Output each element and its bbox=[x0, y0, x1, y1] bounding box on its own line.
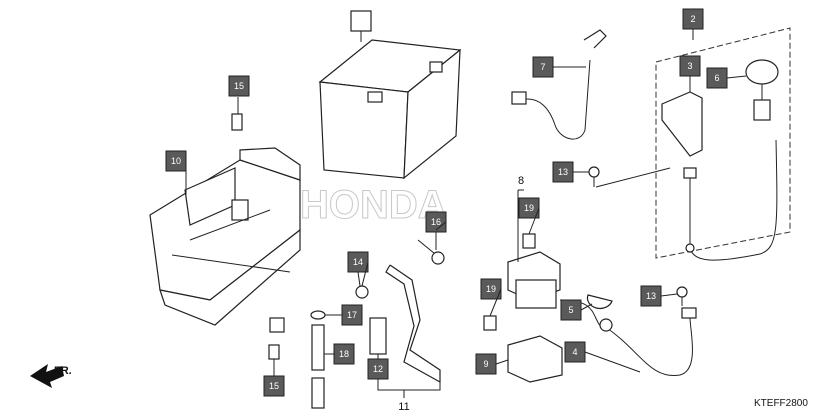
leader-lines bbox=[185, 66, 747, 365]
svg-text:10: 10 bbox=[171, 156, 181, 166]
callout-12: 12 bbox=[367, 358, 389, 380]
battery bbox=[318, 39, 462, 180]
group-box bbox=[655, 27, 791, 259]
nut-17 bbox=[310, 310, 342, 320]
svg-text:19: 19 bbox=[486, 284, 496, 294]
callout-13a: 13 bbox=[552, 161, 574, 183]
bolt-13b bbox=[676, 286, 688, 306]
fuse-19b bbox=[483, 315, 497, 331]
svg-text:2: 2 bbox=[690, 14, 695, 24]
clip-bottom bbox=[268, 344, 280, 376]
callout-2: 2 bbox=[682, 8, 704, 30]
watermark: HONDA bbox=[300, 183, 448, 228]
svg-text:18: 18 bbox=[339, 349, 349, 359]
svg-text:4: 4 bbox=[572, 347, 577, 357]
bolt-16 bbox=[417, 230, 445, 265]
callout-5: 5 bbox=[560, 299, 582, 321]
relay-cover bbox=[507, 335, 563, 383]
svg-text:17: 17 bbox=[347, 310, 357, 320]
front-label: FR. bbox=[54, 365, 72, 377]
front-arrow: FR. bbox=[30, 364, 72, 388]
svg-text:5: 5 bbox=[568, 305, 573, 315]
svg-text:9: 9 bbox=[483, 359, 488, 369]
bolt-13a bbox=[588, 166, 671, 188]
svg-text:HONDA: HONDA bbox=[300, 183, 447, 227]
battery-bracket bbox=[369, 264, 441, 398]
rubber-18 bbox=[311, 324, 334, 409]
callout-15a: 15 bbox=[228, 75, 250, 97]
svg-text:12: 12 bbox=[373, 364, 383, 374]
callout-17: 17 bbox=[341, 304, 363, 326]
callout-14: 14 bbox=[347, 251, 369, 273]
svg-text:19: 19 bbox=[524, 203, 534, 213]
battery-terminal-box bbox=[350, 10, 372, 42]
negative-cable bbox=[511, 29, 607, 140]
label-8: 8 bbox=[518, 175, 524, 187]
battery-box bbox=[149, 147, 301, 333]
svg-text:7: 7 bbox=[540, 62, 545, 72]
callout-9: 9 bbox=[475, 353, 497, 375]
svg-text:3: 3 bbox=[687, 61, 692, 71]
label-11: 11 bbox=[398, 401, 409, 413]
callout-6: 6 bbox=[706, 67, 728, 89]
callout-18: 18 bbox=[333, 343, 355, 365]
fuse-19a bbox=[522, 233, 536, 249]
callout-13b: 13 bbox=[640, 285, 662, 307]
callout-3: 3 bbox=[679, 55, 701, 77]
starter-relay bbox=[507, 189, 561, 309]
svg-text:15: 15 bbox=[234, 81, 244, 91]
callout-10: 10 bbox=[165, 150, 187, 172]
svg-text:16: 16 bbox=[431, 217, 441, 227]
callout-4: 4 bbox=[564, 341, 586, 363]
clip-top bbox=[231, 97, 243, 131]
callout-15b: 15 bbox=[263, 375, 285, 397]
svg-text:13: 13 bbox=[646, 291, 656, 301]
svg-text:14: 14 bbox=[353, 257, 363, 267]
svg-text:13: 13 bbox=[558, 167, 568, 177]
svg-text:15: 15 bbox=[269, 381, 279, 391]
callout-16: 16 bbox=[425, 211, 447, 233]
diagram-code: KTEFF2800 bbox=[754, 398, 808, 409]
terminal-cover bbox=[745, 59, 779, 121]
svg-text:6: 6 bbox=[714, 73, 719, 83]
callout-7: 7 bbox=[532, 56, 554, 78]
